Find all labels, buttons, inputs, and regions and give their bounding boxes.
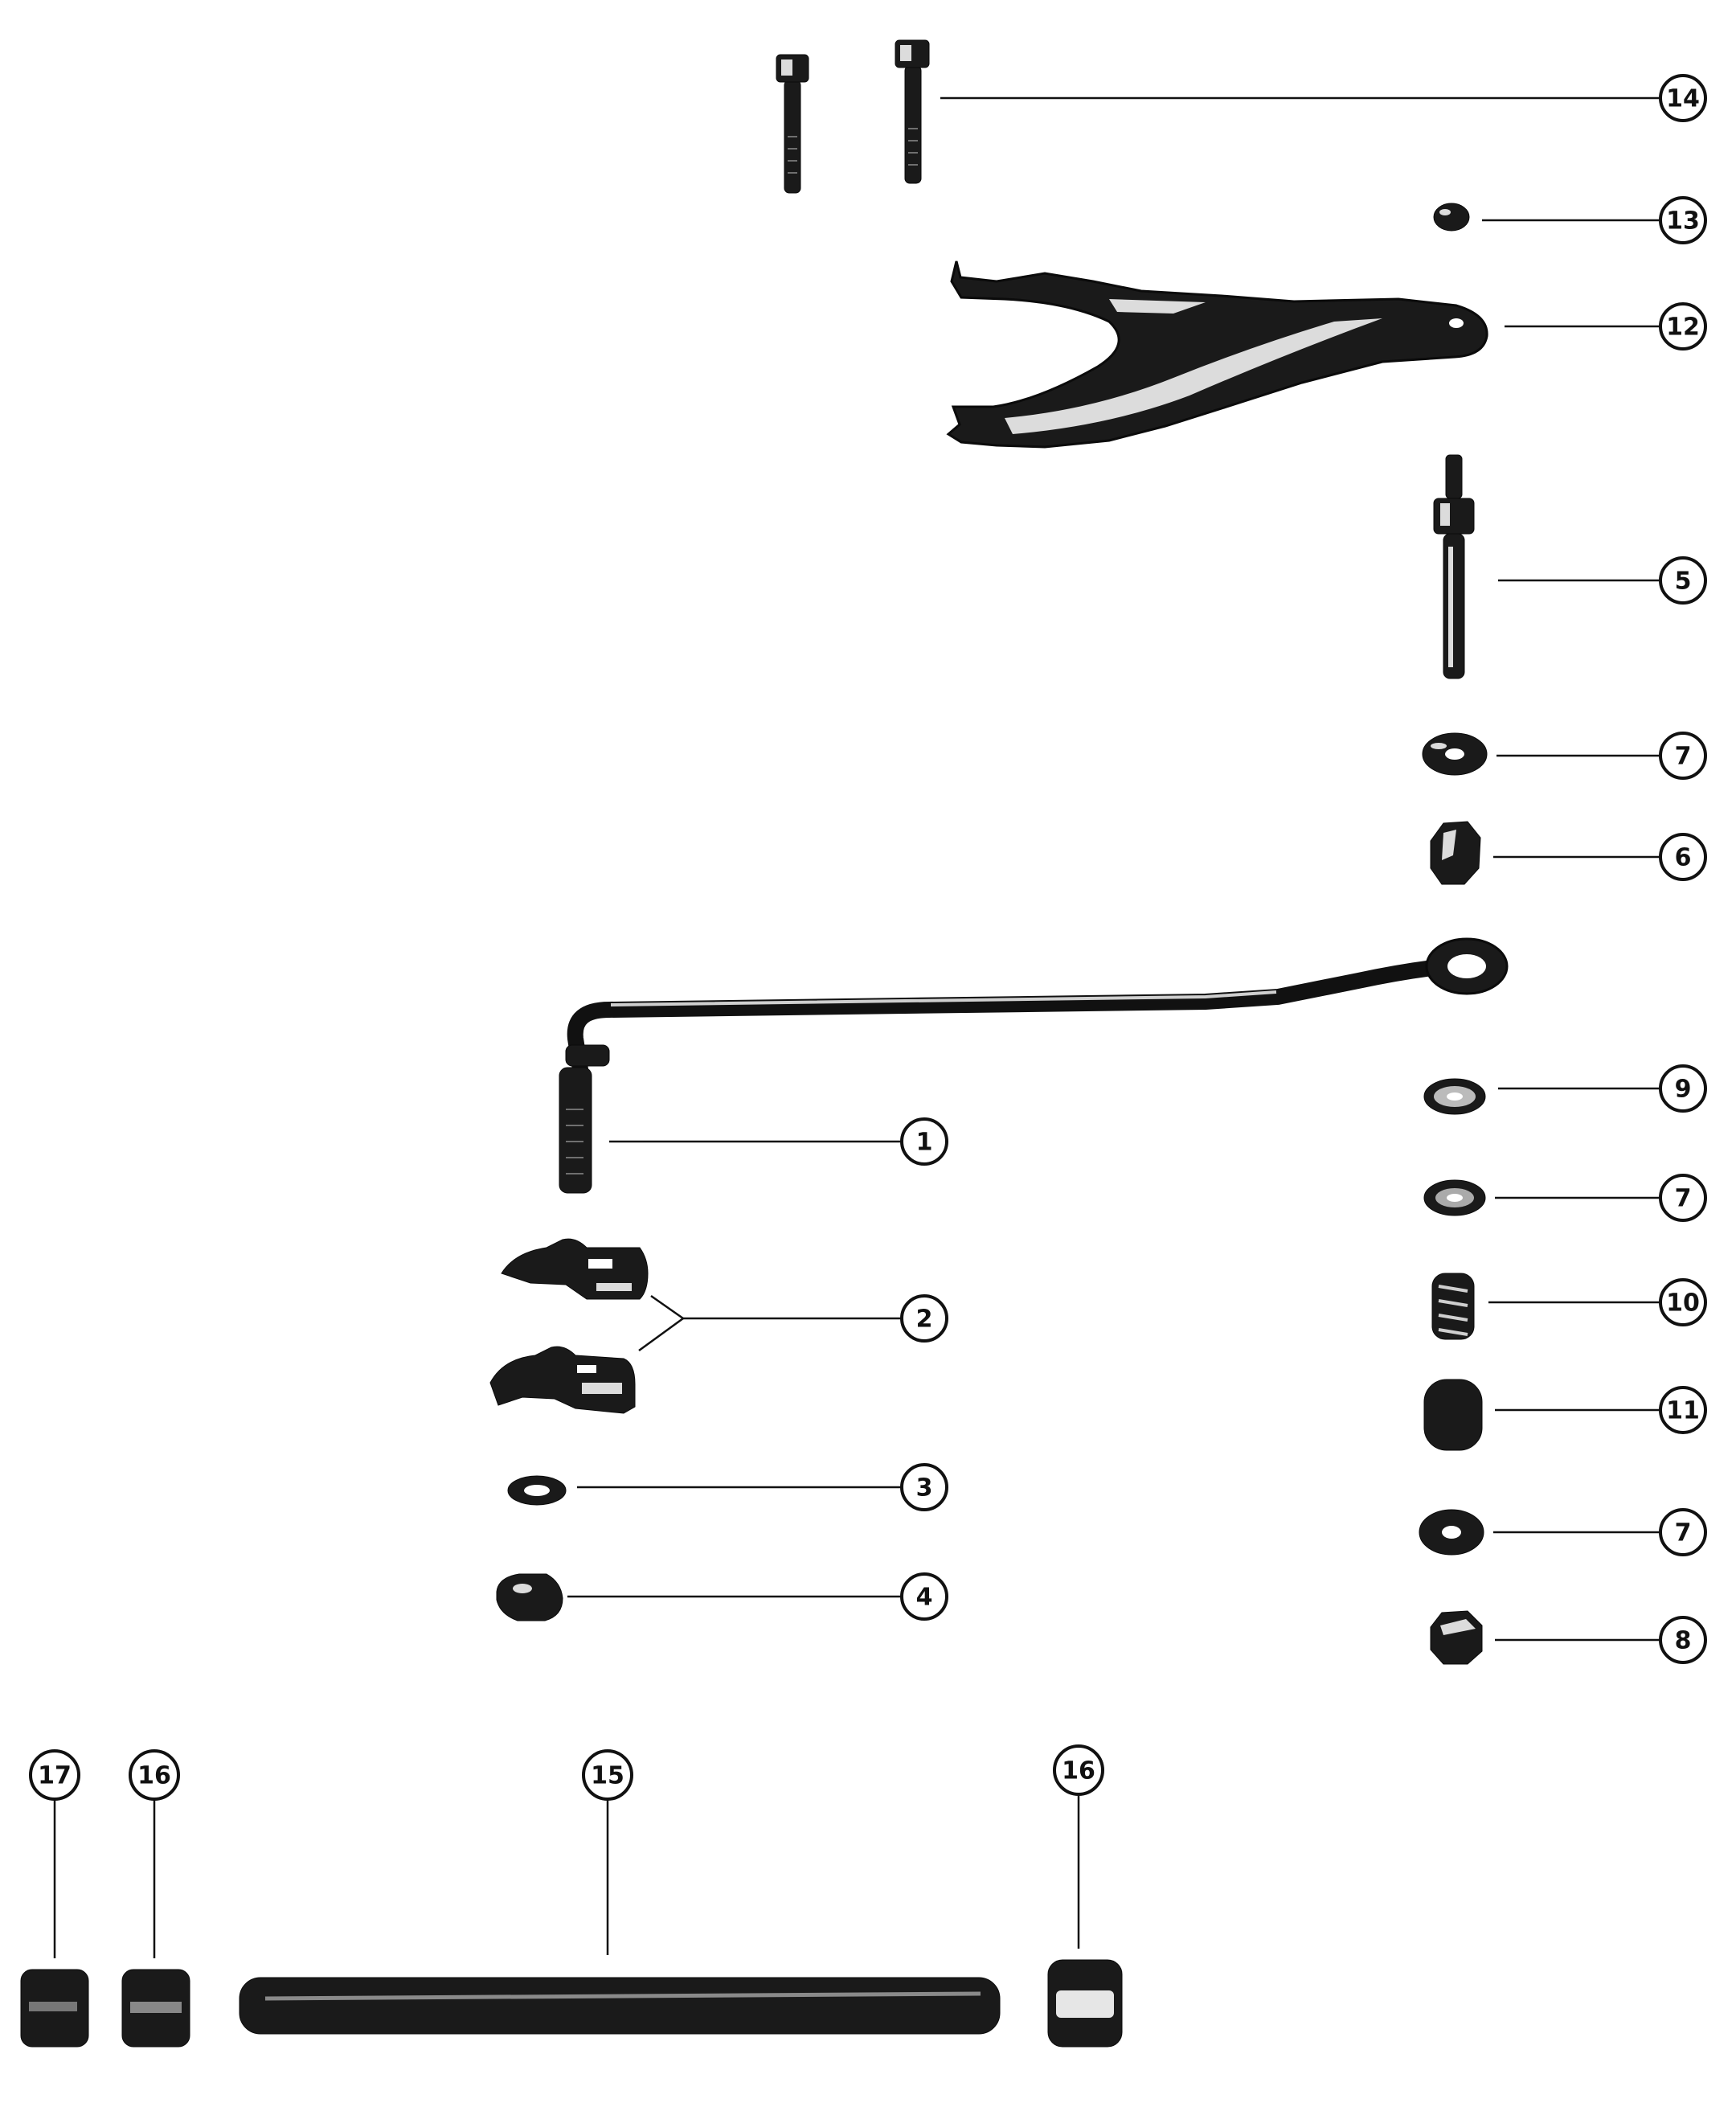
shift-rod-part: [559, 937, 1509, 1194]
callout-15: 15: [582, 1749, 633, 1801]
svg-text:4: 4: [916, 1584, 933, 1612]
svg-text:1: 1: [916, 1129, 933, 1157]
svg-text:2: 2: [916, 1306, 933, 1334]
callout-7-middle: 7: [1659, 1174, 1707, 1222]
tube-part: [239, 1977, 1001, 2035]
sleeve-left-part: [121, 1969, 190, 2048]
svg-text:16: 16: [137, 1762, 171, 1790]
svg-text:17: 17: [38, 1762, 72, 1790]
svg-text:9: 9: [1675, 1076, 1692, 1104]
shift-fork-part: [946, 260, 1488, 449]
nut-lower-part: [1430, 1610, 1483, 1665]
callout-5: 5: [1659, 556, 1707, 605]
callout-8: 8: [1659, 1616, 1707, 1664]
callout-13: 13: [1659, 196, 1707, 244]
callout-12: 12: [1659, 302, 1707, 350]
svg-text:8: 8: [1675, 1627, 1692, 1655]
callout-2: 2: [900, 1294, 948, 1343]
swivel-pair-part: [489, 1238, 649, 1414]
washer-lower-part: [1419, 1509, 1484, 1556]
svg-text:3: 3: [916, 1474, 933, 1502]
stud-part: [1433, 454, 1475, 679]
leader-lines: [53, 96, 1660, 1958]
sleeve-right-part: [1047, 1959, 1123, 2048]
nut-left-part: [496, 1573, 563, 1621]
svg-text:14: 14: [1666, 85, 1700, 113]
svg-text:7: 7: [1675, 1185, 1692, 1213]
svg-text:13: 13: [1666, 207, 1700, 236]
svg-text:12: 12: [1666, 314, 1700, 342]
bolts-part: [776, 39, 930, 194]
svg-text:7: 7: [1675, 1519, 1692, 1548]
washer-left-part: [507, 1475, 567, 1506]
washer-middle-part: [1423, 1179, 1486, 1216]
svg-text:15: 15: [591, 1762, 624, 1790]
nut-small-part: [1433, 203, 1470, 232]
svg-text:10: 10: [1666, 1289, 1700, 1318]
svg-text:7: 7: [1675, 743, 1692, 771]
spring-part: [1431, 1273, 1475, 1340]
callout-17: 17: [29, 1749, 80, 1801]
callout-9: 9: [1659, 1064, 1707, 1113]
callout-1: 1: [900, 1117, 948, 1166]
bushing-part: [1423, 1379, 1483, 1451]
callout-11: 11: [1659, 1386, 1707, 1434]
callout-16-left: 16: [129, 1749, 180, 1801]
callout-3: 3: [900, 1463, 948, 1511]
callout-10: 10: [1659, 1278, 1707, 1326]
callout-4: 4: [900, 1572, 948, 1621]
callout-16-right: 16: [1053, 1744, 1104, 1796]
washer-upper-part: [1422, 732, 1488, 776]
svg-text:16: 16: [1062, 1757, 1095, 1785]
svg-text:11: 11: [1666, 1397, 1700, 1425]
callout-6: 6: [1659, 833, 1707, 881]
nut-upper-part: [1430, 821, 1481, 885]
svg-text:5: 5: [1675, 568, 1692, 596]
svg-text:6: 6: [1675, 844, 1692, 872]
callout-7-lower: 7: [1659, 1508, 1707, 1556]
end-sleeve-part: [20, 1969, 89, 2048]
callout-7-upper: 7: [1659, 732, 1707, 780]
callout-14: 14: [1659, 74, 1707, 122]
lock-washer-part: [1423, 1078, 1486, 1115]
